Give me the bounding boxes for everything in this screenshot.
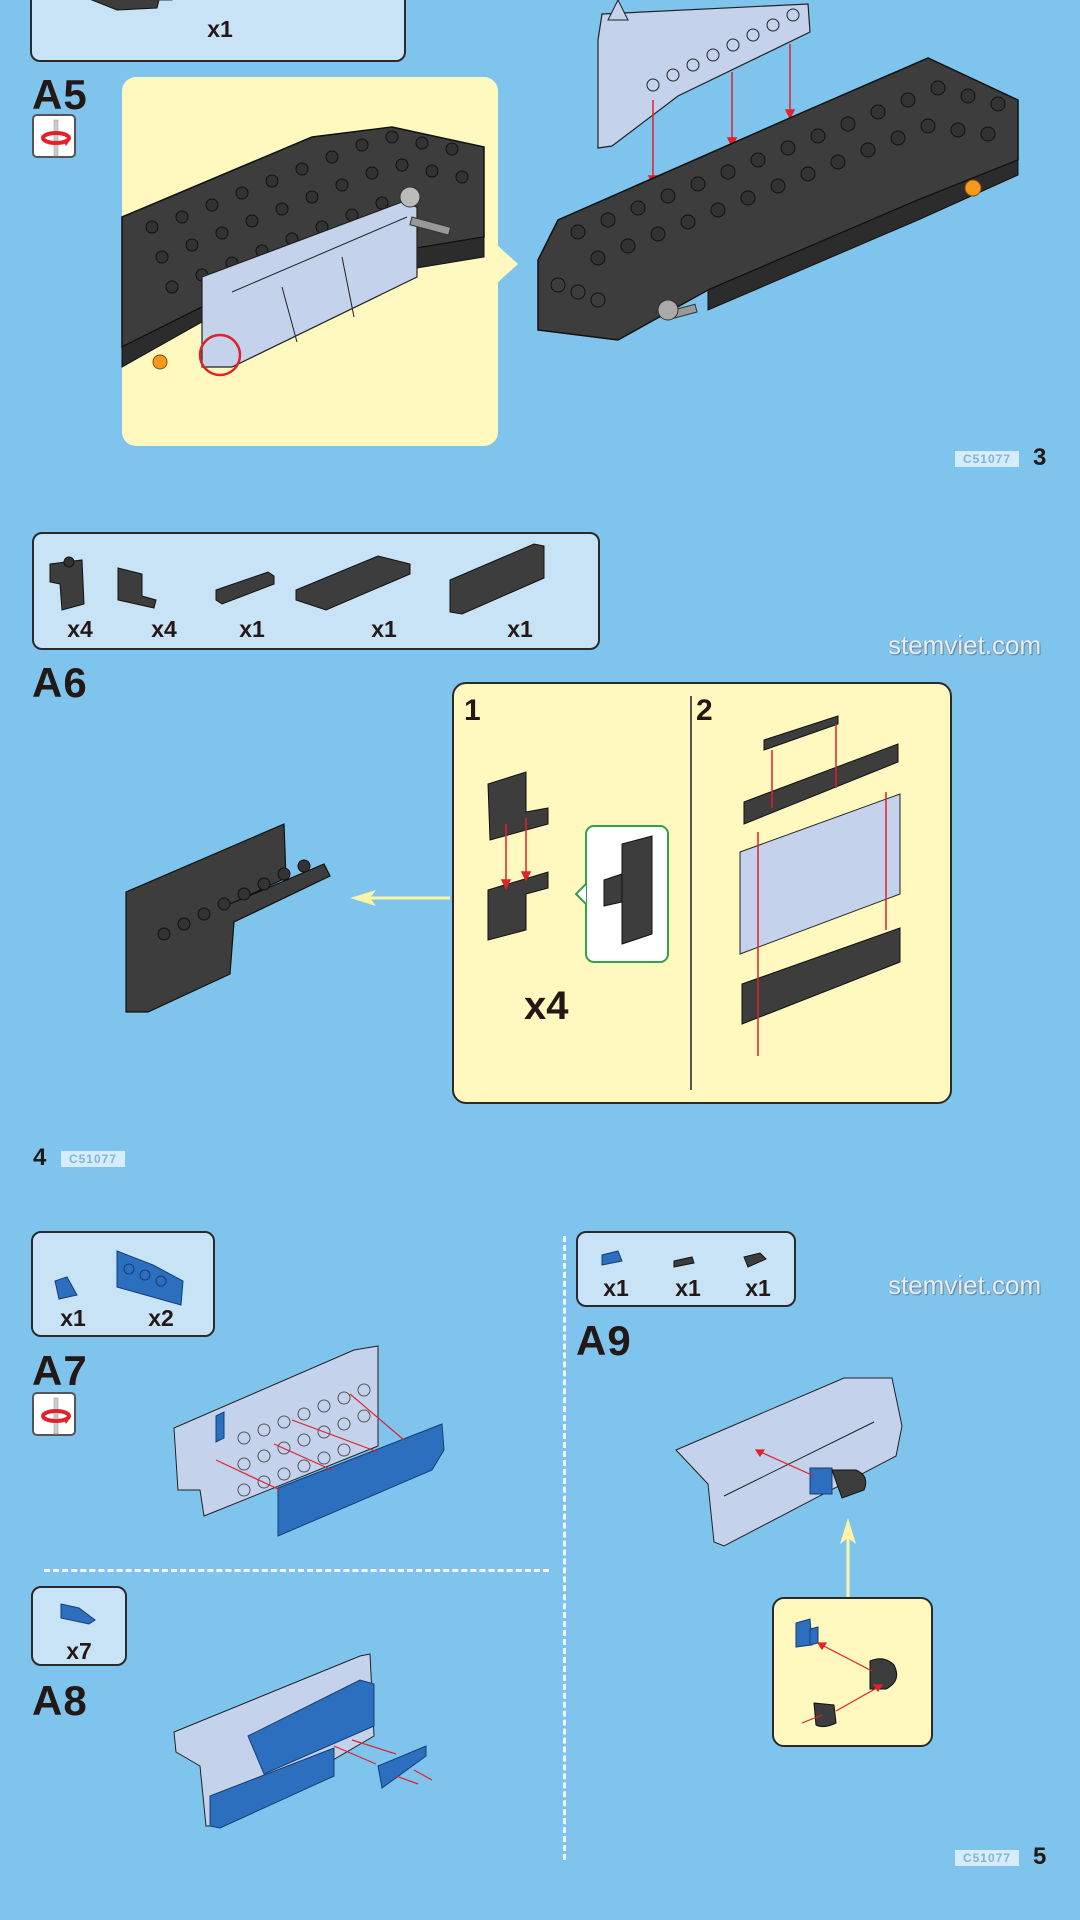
part-qty: x1 bbox=[207, 16, 233, 42]
model-illustration-a5 bbox=[121, 126, 485, 377]
parts-box-a9: x1 x1 x1 bbox=[576, 1231, 796, 1307]
part-qty: x1 bbox=[60, 1305, 86, 1331]
substep-multiplier: x4 bbox=[524, 984, 569, 1028]
watermark: stemviet.com bbox=[888, 1270, 1042, 1300]
watermark: stemviet.com bbox=[888, 630, 1042, 660]
product-code-badge: C51077 bbox=[955, 451, 1019, 467]
model-illustration-a8 bbox=[173, 1653, 433, 1829]
parts-box-a7: x1 x2 bbox=[31, 1231, 215, 1337]
sub-assembly-illustration bbox=[795, 1618, 898, 1728]
step-label-a8: A8 bbox=[32, 1677, 88, 1724]
step-divider-vertical bbox=[563, 1236, 566, 1860]
step-label-a5: A5 bbox=[32, 71, 88, 118]
rotate-model-icon bbox=[32, 114, 76, 158]
part-image-curved-slope-2x4 bbox=[116, 1250, 184, 1306]
part-qty: x1 bbox=[239, 616, 265, 642]
parts-box-a6: x4 x4 x1 x1 x1 bbox=[32, 532, 600, 650]
part-image-angle-bracket-up bbox=[49, 556, 85, 611]
page-number: 5 bbox=[1033, 1843, 1047, 1870]
product-code-badge: C51077 bbox=[955, 1850, 1019, 1866]
part-image-slope-1x2 bbox=[60, 1603, 96, 1625]
detail-callout-a5 bbox=[121, 77, 498, 446]
arrow-up-icon bbox=[840, 1518, 856, 1598]
model-illustration-a7 bbox=[173, 1345, 445, 1537]
part-image-round-tile bbox=[673, 1256, 695, 1268]
part-qty: x7 bbox=[66, 1638, 92, 1664]
part-image-brick-1x8 bbox=[449, 543, 545, 615]
part-image-motor-block bbox=[90, 0, 173, 11]
substep-divider bbox=[690, 696, 692, 1090]
step-label-a9: A9 bbox=[576, 1317, 632, 1364]
highlight-circle bbox=[198, 333, 242, 377]
part-qty: x1 bbox=[371, 616, 397, 642]
rotate-model-icon bbox=[32, 1392, 76, 1436]
part-image-plate-1x4 bbox=[215, 571, 275, 605]
substep-illustrations bbox=[487, 715, 901, 1056]
parts-box-top: x1 bbox=[30, 0, 406, 62]
arrow-left-icon bbox=[350, 890, 450, 906]
step-divider-horizontal bbox=[44, 1569, 549, 1572]
product-code-badge: C51077 bbox=[61, 1151, 125, 1167]
page-number: 4 bbox=[33, 1144, 47, 1171]
detail-callout-a9 bbox=[772, 1597, 933, 1747]
part-image-hinge bbox=[743, 1252, 767, 1268]
model-illustration-a6-result bbox=[125, 823, 331, 1013]
model-illustration-a5-main bbox=[537, 0, 1019, 341]
part-image-plate-2x8 bbox=[295, 555, 411, 611]
page-number: 3 bbox=[1033, 444, 1047, 471]
part-qty: x1 bbox=[675, 1275, 701, 1301]
detail-callout-a6: 1 2 x4 bbox=[452, 682, 952, 1104]
part-qty: x1 bbox=[745, 1275, 771, 1301]
step-label-a7: A7 bbox=[32, 1347, 88, 1394]
substep-number: 2 bbox=[696, 694, 713, 727]
part-image-angle-bracket-down bbox=[117, 567, 157, 609]
part-qty: x1 bbox=[603, 1275, 629, 1301]
substep-number: 1 bbox=[464, 694, 481, 727]
callout-pointer bbox=[496, 244, 518, 284]
part-qty: x4 bbox=[151, 616, 177, 642]
part-qty: x4 bbox=[67, 616, 93, 642]
part-image-slope-1x1 bbox=[54, 1276, 78, 1300]
model-illustration-a9 bbox=[675, 1377, 903, 1547]
parts-box-a8: x7 bbox=[31, 1586, 127, 1666]
part-qty: x2 bbox=[148, 1305, 174, 1331]
part-qty: x1 bbox=[507, 616, 533, 642]
step-label-a6: A6 bbox=[32, 659, 88, 706]
part-image-clip-plate bbox=[601, 1250, 623, 1266]
blue-slope-parts bbox=[277, 1423, 445, 1537]
